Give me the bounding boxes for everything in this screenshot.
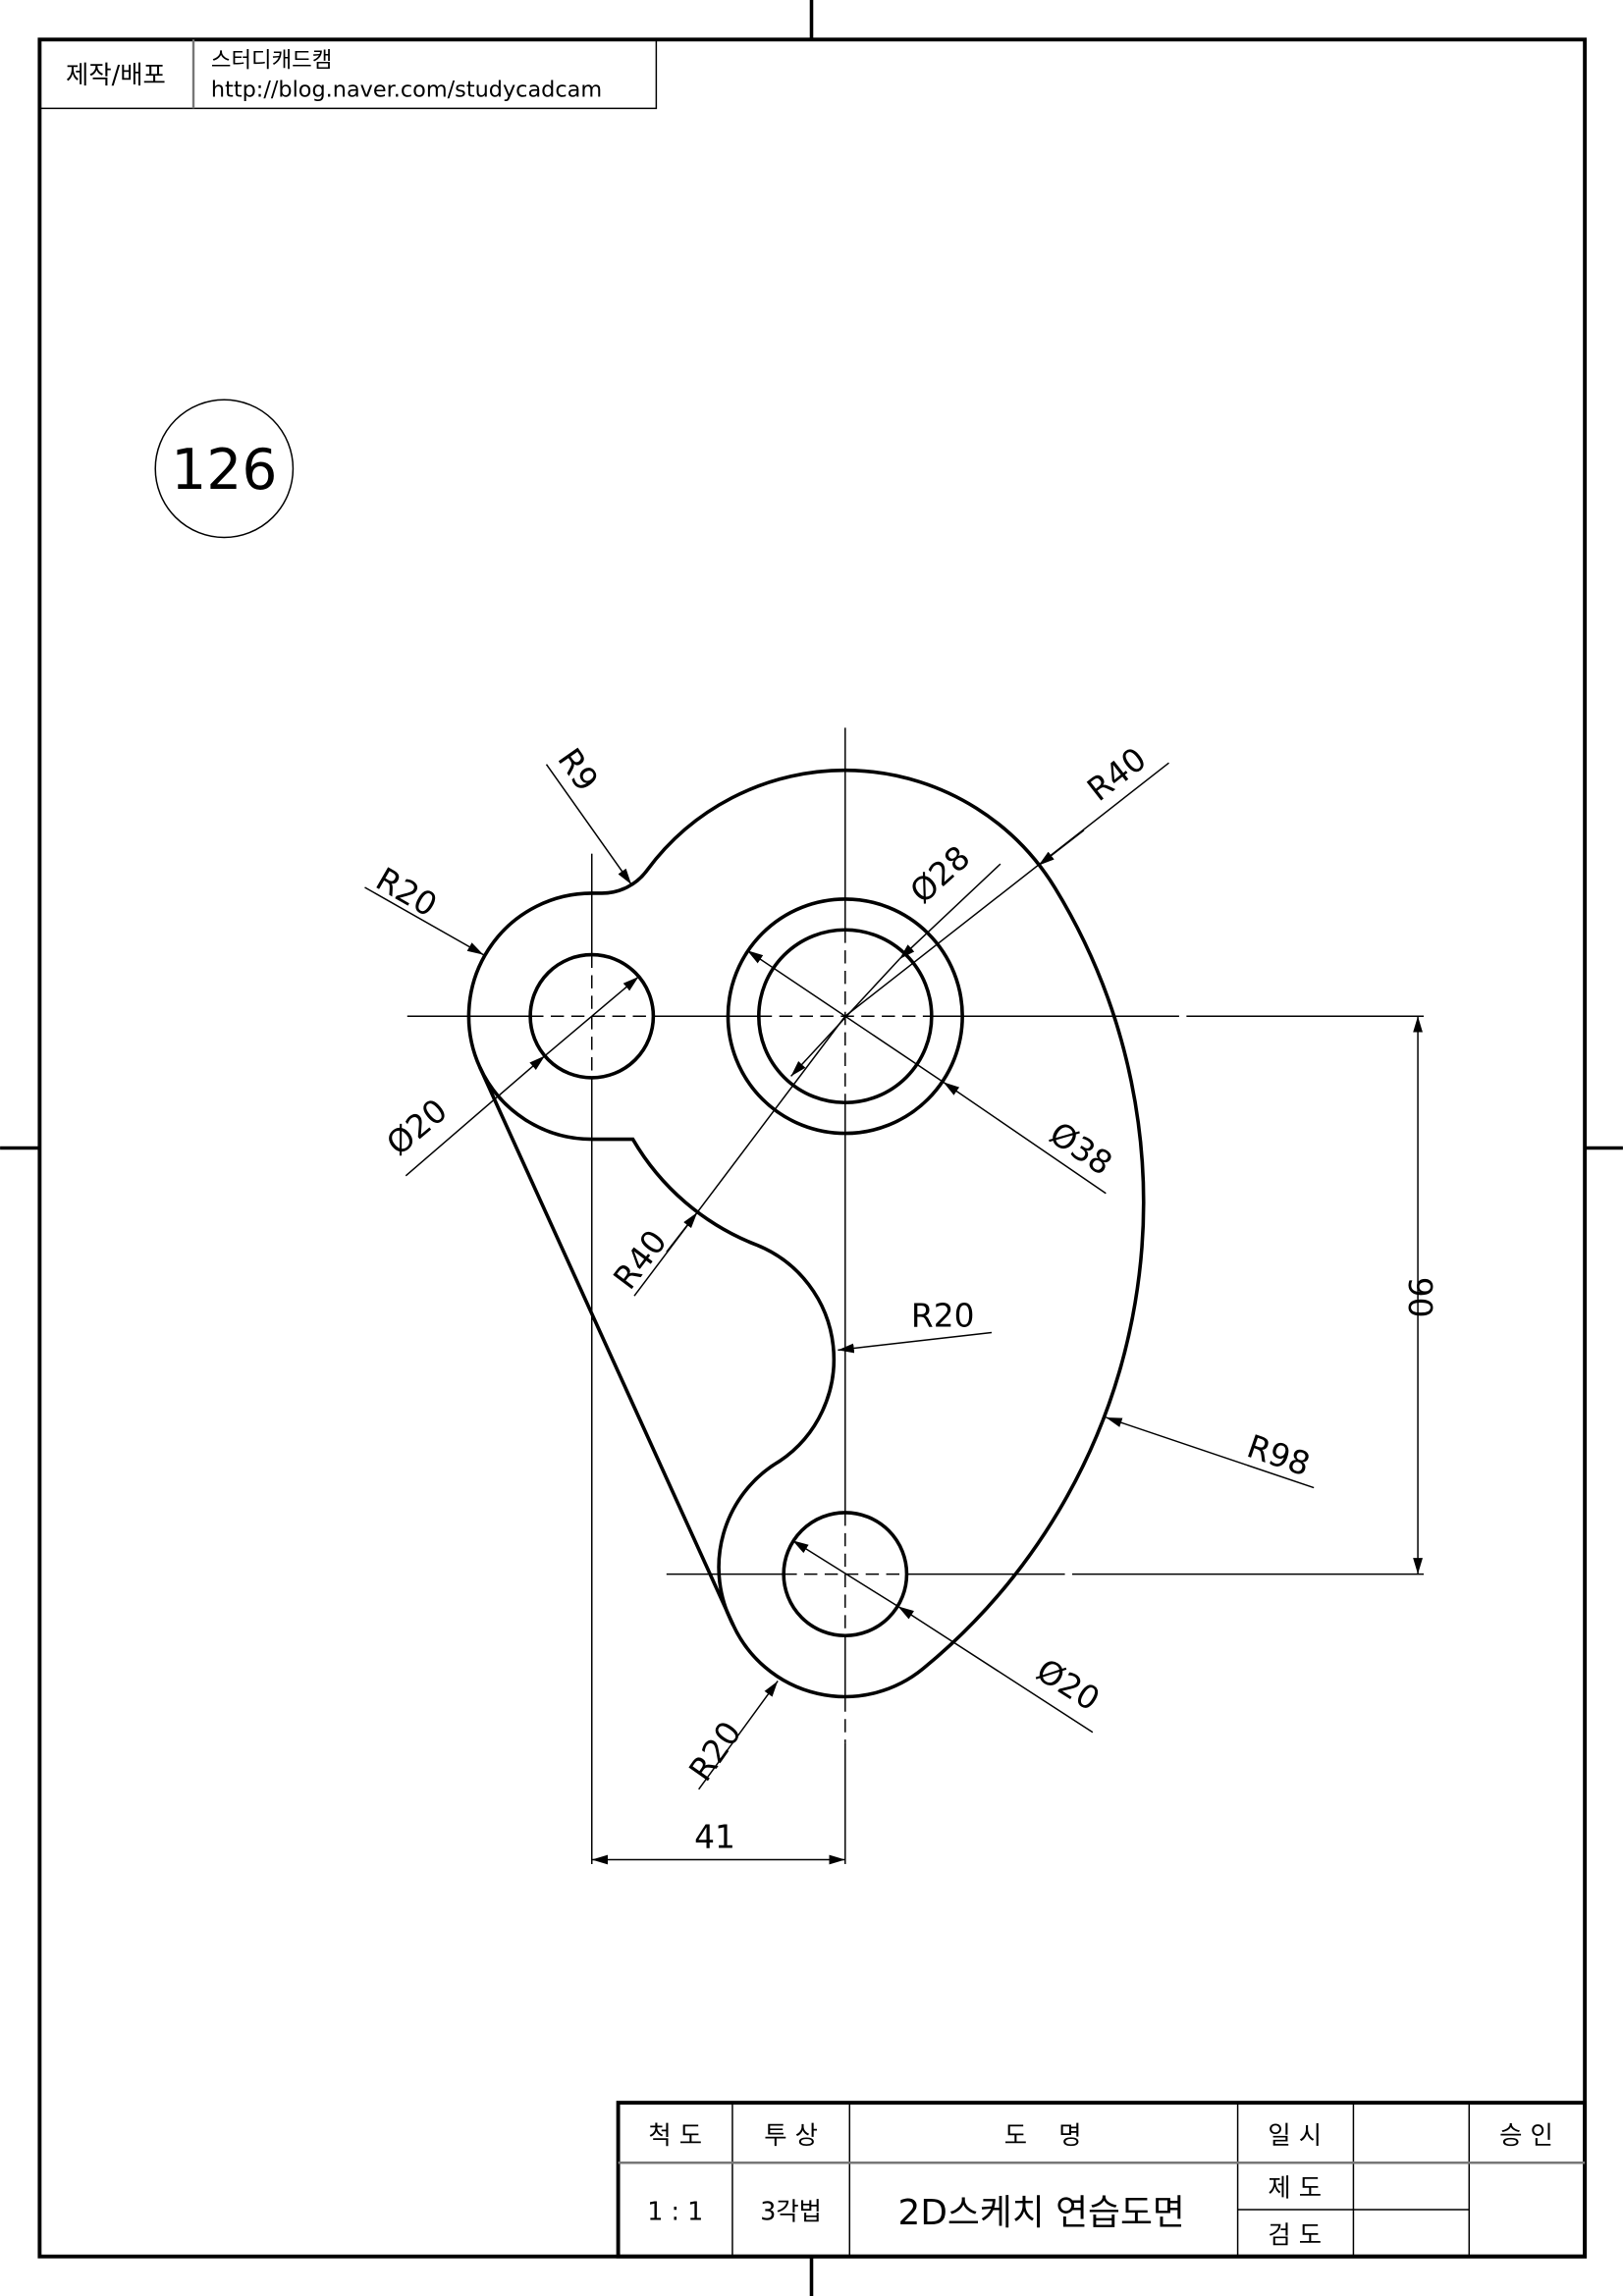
header-label: 제작/배포 bbox=[66, 60, 166, 89]
header-studio: 스터디캐드캠 bbox=[211, 48, 332, 74]
dim-dia38: Ø38 bbox=[1043, 1115, 1118, 1183]
dim-r20-left: R20 bbox=[369, 861, 443, 925]
approval-label: 승 인 bbox=[1499, 2120, 1553, 2150]
drawing-number-badge: 126 bbox=[154, 399, 295, 539]
outer-profile bbox=[466, 768, 1146, 1699]
dim-dia20-left: Ø20 bbox=[380, 1092, 455, 1163]
drawing-name: 2D스케치 연습도면 bbox=[898, 2193, 1185, 2233]
checked-label: 검 도 bbox=[1268, 2219, 1322, 2249]
scale-value: 1 : 1 bbox=[647, 2196, 703, 2225]
dimension-lines bbox=[364, 762, 1423, 1865]
drawing-number: 126 bbox=[171, 438, 277, 503]
projection-label: 투 상 bbox=[764, 2120, 818, 2150]
date-label: 일 시 bbox=[1268, 2120, 1322, 2150]
projection-value: 3각법 bbox=[760, 2196, 822, 2225]
bottom-hole bbox=[782, 1511, 909, 1638]
sheet-border bbox=[37, 37, 1588, 2259]
dim-90: 90 bbox=[1401, 1277, 1438, 1318]
dim-r40-top: R40 bbox=[1080, 740, 1153, 809]
center-boss bbox=[726, 897, 964, 1136]
dim-r20-bottom: R20 bbox=[682, 1715, 749, 1789]
dim-dia28: Ø28 bbox=[903, 838, 978, 910]
scale-label: 척 도 bbox=[648, 2120, 702, 2150]
header-url: http://blog.naver.com/studycadcam bbox=[211, 77, 602, 102]
dim-r9: R9 bbox=[550, 741, 605, 798]
dim-r20-mid: R20 bbox=[911, 1297, 975, 1334]
title-block: 척 도 투 상 도 명 일 시 승 인 1 : 1 3각법 2D스케치 연습도면… bbox=[616, 2101, 1588, 2259]
drafted-label: 제 도 bbox=[1268, 2173, 1322, 2203]
left-hole bbox=[528, 952, 656, 1080]
dim-r98: R98 bbox=[1242, 1427, 1314, 1483]
header-box: 제작/배포 스터디캐드캠 http://blog.naver.com/study… bbox=[38, 38, 658, 110]
dim-r40-inner: R40 bbox=[607, 1223, 675, 1296]
center-hole bbox=[757, 928, 934, 1105]
inner-profile bbox=[477, 1066, 837, 1627]
dim-dia20-bottom: Ø20 bbox=[1030, 1652, 1106, 1719]
dim-41: 41 bbox=[694, 1819, 735, 1856]
drawing-name-label: 도 명 bbox=[1004, 2120, 1082, 2150]
